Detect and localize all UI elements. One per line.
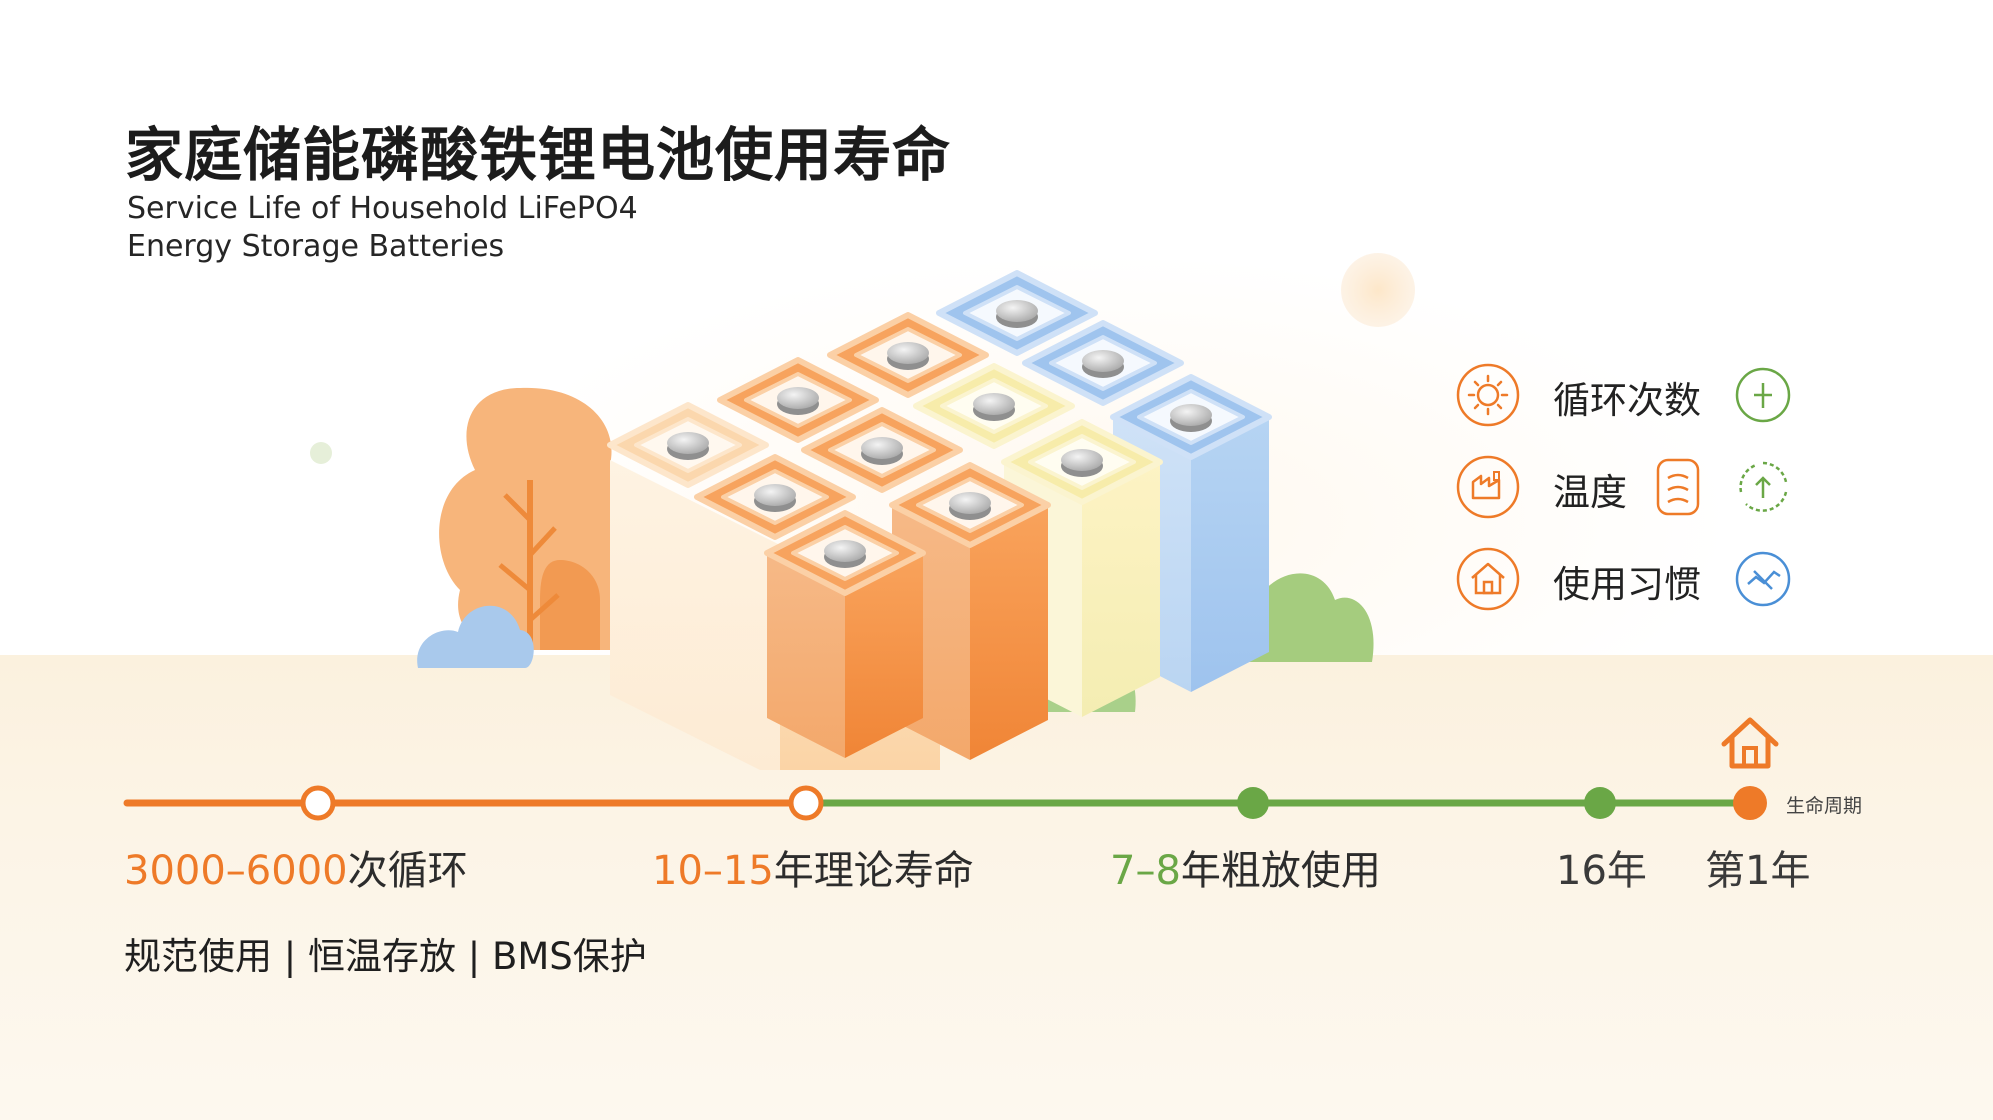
sun-bubble bbox=[1341, 253, 1415, 327]
cell-blue-back bbox=[936, 270, 1098, 356]
cell-cream-back bbox=[607, 402, 769, 488]
milestone-number: 7–8 bbox=[1110, 848, 1181, 894]
factor-legend: 循环次数 温度 bbox=[1455, 362, 1815, 622]
battery-cells bbox=[607, 270, 1272, 770]
cell-orange-center bbox=[801, 407, 963, 493]
factor-label: 循环次数 bbox=[1553, 379, 1701, 422]
milestone-text: 年粗放使用 bbox=[1180, 848, 1381, 894]
lifecycle-label: 生命周期 bbox=[1786, 795, 1863, 817]
leaf-plus-icon bbox=[1735, 367, 1791, 423]
house-icon bbox=[1456, 547, 1520, 611]
milestone-text: 年理论寿命 bbox=[773, 848, 974, 894]
milestone-rough-use: 7–8年粗放使用 bbox=[1110, 838, 1381, 896]
cell-orange-front-left bbox=[764, 510, 926, 758]
factor-label: 使用习惯 bbox=[1553, 563, 1701, 606]
orange-tree bbox=[439, 387, 651, 650]
sun-icon bbox=[1456, 363, 1520, 427]
factor-label: 温度 bbox=[1553, 471, 1627, 514]
cell-orange-row2 bbox=[717, 357, 879, 443]
factory-icon bbox=[1456, 455, 1520, 519]
cell-blue-mid bbox=[1022, 320, 1184, 406]
battery-outline-icon bbox=[1656, 458, 1700, 516]
usage-recommendation: 规范使用 | 恒温存放 | BMS保护 bbox=[124, 935, 647, 978]
recycle-icon bbox=[1739, 461, 1788, 512]
subtitle-line-2: Energy Storage Batteries bbox=[127, 229, 505, 264]
milestone-text: 次循环 bbox=[347, 848, 468, 894]
milestone-cycles: 3000–6000次循环 bbox=[124, 838, 468, 896]
page-subtitle: Service Life of Household LiFePO4 Energy… bbox=[127, 190, 638, 266]
blue-bush bbox=[417, 605, 534, 668]
year-1-label: 第1年 bbox=[1705, 848, 1811, 894]
subtitle-line-1: Service Life of Household LiFePO4 bbox=[127, 191, 638, 226]
chart-icon bbox=[1735, 551, 1791, 607]
cell-orange-row3 bbox=[694, 454, 856, 540]
factor-temperature: 温度 bbox=[1455, 454, 1815, 519]
factor-cycle-count: 循环次数 bbox=[1455, 362, 1815, 427]
page-title: 家庭储能磷酸铁锂电池使用寿命 bbox=[125, 121, 952, 189]
milestone-theoretical-life: 10–15年理论寿命 bbox=[652, 838, 974, 896]
milestone-number: 3000–6000 bbox=[124, 848, 348, 894]
year-16-label: 16年 bbox=[1556, 848, 1647, 894]
small-bubble bbox=[310, 442, 332, 464]
cell-orange-back bbox=[827, 312, 989, 398]
factor-usage-habits: 使用习惯 bbox=[1455, 546, 1815, 611]
milestone-number: 10–15 bbox=[652, 848, 774, 894]
cell-yellow-mid bbox=[913, 363, 1075, 449]
